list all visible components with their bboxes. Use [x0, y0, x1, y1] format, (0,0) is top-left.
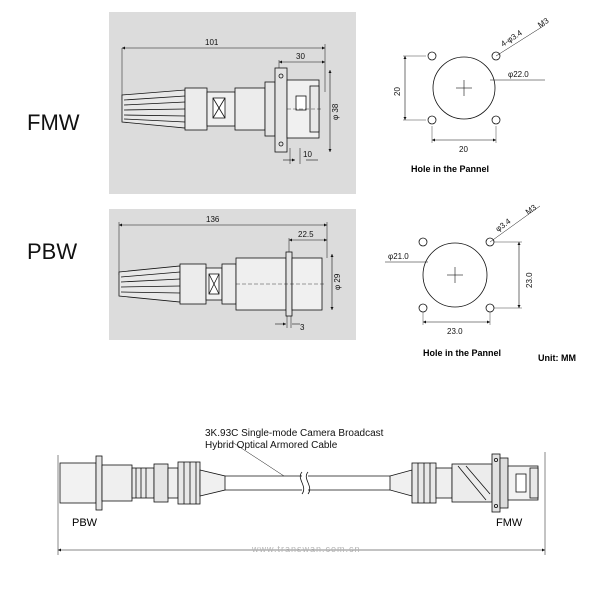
pbw-thread-dim: M3	[524, 202, 539, 216]
fmw-panel-hole-drawing	[403, 24, 546, 143]
fmw-flange-dim: 30	[296, 52, 305, 61]
pbw-bottom-dim: 3	[300, 323, 305, 332]
fmw-connector-drawing	[121, 44, 332, 164]
fmw-hole-count-dim: 4-φ3.4	[499, 28, 524, 49]
pbw-center-dia-dim: φ21.0	[388, 252, 409, 261]
pbw-label: PBW	[27, 239, 78, 264]
cable-description-line2: Hybrid Optical Armored Cable	[205, 440, 338, 451]
pbw-panel-hole-drawing	[385, 205, 541, 325]
cable-assembly-drawing	[57, 441, 546, 555]
fmw-center-dia-dim: φ22.0	[508, 70, 529, 79]
fmw-bottom-label: FMW	[496, 517, 523, 529]
pbw-length-dim: 136	[206, 215, 220, 224]
fmw-hole-width-dim: 20	[459, 145, 468, 154]
pbw-hole-dia-dim: φ3.4	[494, 216, 513, 233]
fmw-length-dim: 101	[205, 38, 219, 47]
fmw-hole-height-dim: 20	[393, 87, 402, 96]
fmw-hole-caption: Hole in the Pannel	[411, 164, 489, 174]
pbw-hole-caption: Hole in the Pannel	[423, 348, 501, 358]
pbw-hole-height-dim: 23.0	[525, 272, 534, 288]
fmw-bottom-dim: 10	[303, 150, 312, 159]
fmw-label: FMW	[27, 110, 80, 135]
fmw-diameter-dim: φ 38	[331, 103, 340, 120]
pbw-hole-width-dim: 23.0	[447, 327, 463, 336]
pbw-diameter-dim: φ 29	[333, 273, 342, 290]
unit-label: Unit: MM	[538, 353, 576, 363]
cable-description-line1: 3K.93C Single-mode Camera Broadcast	[205, 428, 384, 439]
fmw-thread-dim: M3	[536, 16, 551, 30]
pbw-flange-dim: 22.5	[298, 230, 314, 239]
watermark: www.transwan.com.cn	[251, 544, 361, 554]
pbw-bottom-label: PBW	[72, 517, 98, 529]
pbw-connector-drawing	[118, 222, 334, 328]
